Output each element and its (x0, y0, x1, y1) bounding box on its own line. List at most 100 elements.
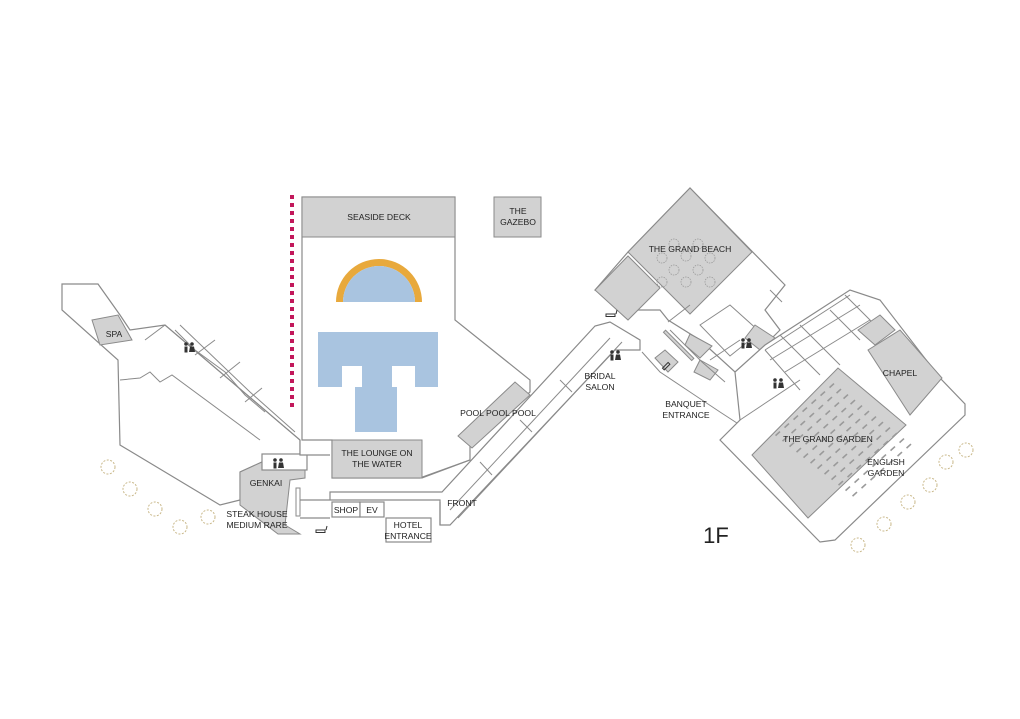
round-table (704, 252, 716, 264)
chapel[interactable] (867, 329, 943, 416)
garden-seat (871, 461, 878, 468)
tree-icon (100, 459, 116, 475)
garden-seat (899, 437, 905, 444)
tree-icon (172, 519, 188, 535)
tree-icon (900, 494, 916, 510)
pool-building (301, 196, 531, 479)
garden-seat (906, 443, 912, 449)
garden-seat (881, 453, 887, 460)
grand-garden[interactable] (751, 367, 907, 519)
restroom-icon (773, 378, 784, 389)
garden-seat (870, 475, 876, 481)
round-table (680, 250, 692, 262)
gazebo[interactable] (493, 196, 542, 238)
smoking-icon (315, 525, 328, 533)
garden-seat (878, 467, 885, 473)
garden-seat (811, 444, 818, 451)
garden-seat (844, 485, 851, 492)
garden-seat (832, 415, 838, 421)
garden-seat (817, 404, 824, 410)
restroom-icon (741, 338, 752, 349)
label-banquet-2: ENTRANCE (662, 410, 710, 420)
garden-seat (833, 401, 840, 408)
label-english-1: ENGLISH (867, 457, 905, 467)
garden-seat (799, 420, 806, 426)
floor-label: 1F (703, 523, 729, 548)
tree-icon (122, 481, 138, 497)
tree-icon (200, 509, 216, 525)
label-pool: POOL POOL POOL (460, 408, 536, 418)
garden-seat (803, 452, 809, 459)
banquet-wing (594, 187, 786, 426)
restroom-icon (184, 342, 195, 353)
garden-seat (861, 483, 867, 489)
garden-seat (836, 388, 842, 394)
garden-seat (860, 437, 866, 443)
garden-seat (831, 474, 837, 481)
garden-seat (847, 472, 853, 478)
garden-seat (832, 461, 839, 467)
garden-seat (890, 445, 896, 452)
garden-seat (826, 455, 832, 462)
lounge-on-the-water[interactable] (331, 439, 423, 479)
garden-seat (774, 430, 781, 437)
hotel-entrance-box[interactable] (385, 517, 432, 543)
spa-room[interactable] (91, 314, 133, 346)
garden-seat (862, 469, 869, 476)
garden-seat (830, 428, 836, 435)
garden-seat (823, 423, 829, 429)
label-hotel-2: ENTRANCE (384, 531, 432, 541)
label-hotel-1: HOTEL (394, 520, 423, 530)
label-genkai: GENKAI (250, 478, 282, 488)
round-table (668, 264, 680, 276)
garden-seat (793, 414, 799, 421)
garden-seat (846, 426, 852, 432)
label-shop: SHOP (334, 505, 359, 515)
smoking-icon (605, 309, 618, 317)
garden-seating (774, 382, 912, 497)
garden-seat (844, 439, 850, 446)
grand-beach[interactable] (627, 187, 753, 315)
garden-seat (863, 410, 870, 416)
garden-seat (897, 451, 903, 457)
garden-seat (865, 456, 871, 462)
garden-seat (868, 429, 875, 435)
round-table (704, 276, 716, 288)
tree-icon (147, 501, 163, 517)
garden-seat (828, 382, 835, 389)
garden-seat (805, 439, 811, 445)
label-grand-garden: THE GRAND GARDEN (783, 434, 873, 444)
genkai-block (239, 453, 308, 535)
round-table (692, 238, 704, 250)
label-bridal-2: SALON (585, 382, 614, 392)
garden-seat (856, 464, 862, 470)
garden-seat (781, 436, 788, 442)
garden-seat (877, 421, 884, 427)
ev[interactable] (359, 501, 385, 518)
garden-seat (827, 442, 834, 448)
garden-seat (802, 406, 808, 413)
label-lounge-2: THE WATER (352, 459, 402, 469)
garden-seat (883, 440, 889, 446)
garden-seat (848, 412, 854, 419)
seaside-deck-area[interactable] (301, 196, 456, 238)
garden-seat (854, 477, 860, 484)
label-seaside-deck: SEASIDE DECK (347, 212, 411, 222)
round-table (692, 264, 704, 276)
label-steak-2: MEDIUM RARE (226, 520, 287, 530)
garden-seat (809, 412, 815, 418)
west-wing (61, 283, 301, 506)
garden-seat (876, 434, 882, 441)
garden-seat (819, 450, 825, 456)
pool-bar[interactable] (457, 381, 531, 449)
garden-seat (837, 434, 843, 440)
banquet-foyer[interactable] (654, 349, 679, 373)
garden-seat (888, 459, 894, 465)
round-table (656, 252, 668, 264)
garden-seat (810, 458, 816, 464)
label-english-2: GARDEN (868, 468, 905, 478)
garden-seat (834, 447, 841, 454)
garden-seat (858, 450, 864, 457)
garden-seat (856, 404, 863, 411)
garden-seat (850, 445, 857, 451)
